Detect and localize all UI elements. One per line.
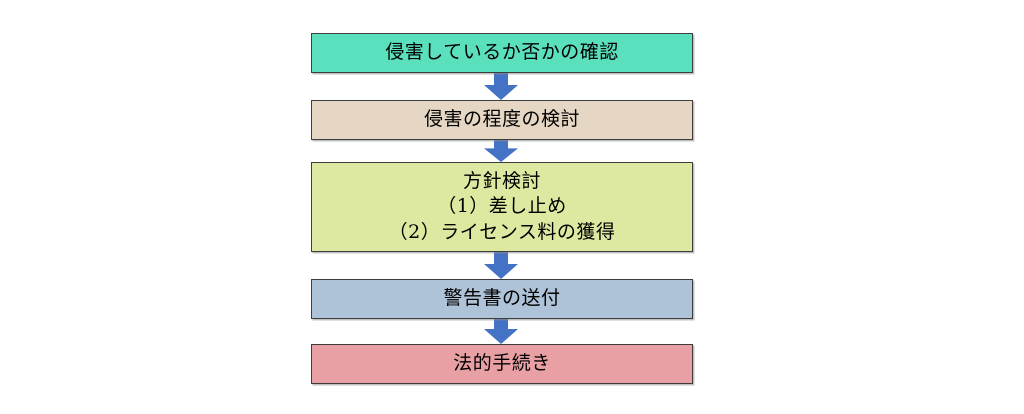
node-label-line: 警告書の送付	[443, 287, 561, 310]
node-label-line: 侵害の程度の検討	[423, 108, 580, 131]
flow-arrow-warning-to-legal	[484, 319, 518, 344]
step-legal-proceedings[interactable]: 法的手続き	[311, 344, 693, 384]
node-label-line: 方針検討	[462, 170, 541, 193]
arrow-glyph	[484, 252, 518, 279]
arrow-glyph	[484, 73, 518, 100]
arrow-glyph	[484, 140, 518, 162]
flow-arrow-confirm-to-assess	[484, 73, 518, 100]
node-label-line: （2）ライセンス料の獲得	[388, 220, 616, 243]
step-send-warning-letter[interactable]: 警告書の送付	[311, 279, 693, 319]
flow-arrow-policy-to-warning	[484, 252, 518, 279]
flow-arrow-assess-to-policy	[484, 140, 518, 162]
step-policy-review[interactable]: 方針検討（1）差し止め（2）ライセンス料の獲得	[311, 162, 693, 252]
arrow-glyph	[484, 319, 518, 344]
step-assess-degree[interactable]: 侵害の程度の検討	[311, 100, 693, 140]
step-confirm-infringement[interactable]: 侵害しているか否かの確認	[311, 33, 693, 73]
node-label-line: 侵害しているか否かの確認	[385, 41, 619, 64]
node-label-line: （1）差し止め	[437, 195, 567, 218]
node-label-line: 法的手続き	[453, 352, 551, 375]
